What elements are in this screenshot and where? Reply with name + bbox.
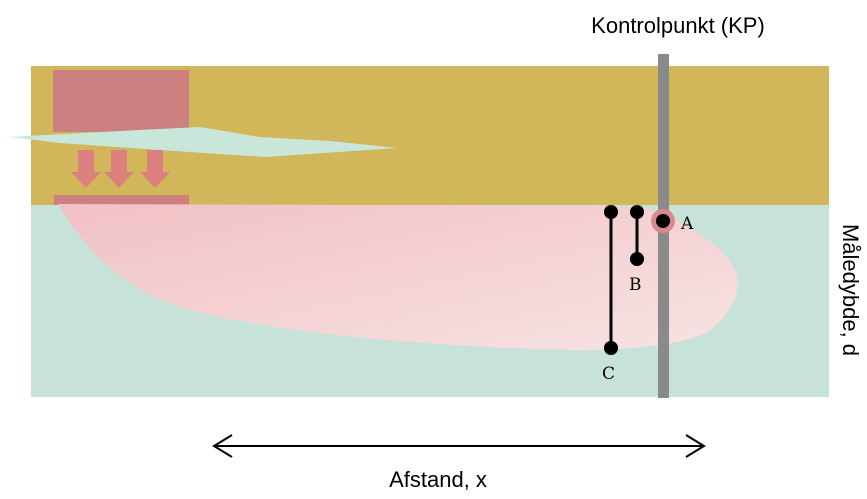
source-block bbox=[53, 70, 189, 132]
distance-label: Afstand, x bbox=[389, 467, 487, 492]
lens-layer bbox=[9, 127, 397, 157]
source-strip bbox=[54, 195, 189, 205]
distance-arrow bbox=[212, 434, 706, 458]
marker-b-top bbox=[630, 205, 644, 219]
point-label-c: C bbox=[602, 364, 615, 384]
leak-arrows bbox=[71, 150, 170, 188]
marker-c-top bbox=[604, 205, 618, 219]
arrow-down-icon bbox=[104, 150, 134, 188]
marker-b-bottom bbox=[630, 252, 644, 266]
point-label-a: A bbox=[680, 214, 694, 234]
arrow-down-icon bbox=[71, 150, 101, 188]
marker-c-bottom bbox=[604, 341, 618, 355]
arrow-down-icon bbox=[140, 150, 170, 188]
contamination-plume bbox=[58, 204, 738, 350]
depth-label: Måledybde, d bbox=[838, 224, 863, 356]
marker-a bbox=[656, 214, 670, 228]
control-point-label: Kontrolpunkt (KP) bbox=[591, 13, 765, 38]
point-label-b: B bbox=[629, 275, 642, 295]
